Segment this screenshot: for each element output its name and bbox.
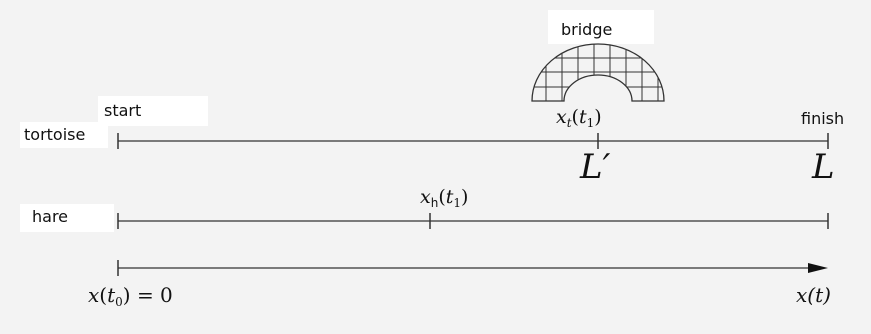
xh-sub: h: [430, 196, 439, 210]
tortoise-label-patch: [20, 122, 108, 148]
bridge-label: bridge: [561, 20, 613, 39]
total-distance-label: L: [812, 147, 835, 187]
xh-open: (: [438, 186, 446, 208]
xt-arg-var: t: [578, 106, 587, 128]
hare-label: hare: [32, 207, 69, 226]
x-axis-arrowhead: [808, 263, 828, 273]
xh-arg-var: t: [445, 186, 454, 208]
origin-close: ) = 0: [122, 283, 173, 307]
xt-close: ): [594, 106, 602, 128]
xt-var: x: [556, 106, 567, 128]
origin-var: x: [88, 283, 100, 307]
origin-sub: 0: [115, 295, 123, 309]
finish-label: finish: [801, 109, 845, 128]
xt-sub: t: [566, 116, 572, 130]
start-label: start: [104, 101, 142, 120]
x-axis-end-label: x(t): [796, 283, 831, 307]
tortoise-label: tortoise: [24, 125, 86, 144]
origin-label: x(t0) = 0: [88, 283, 173, 309]
bridge-icon: [531, 43, 665, 102]
tortoise-position-label: xt(t1): [556, 106, 602, 130]
xh-arg-sub: 1: [453, 196, 462, 210]
bridge-label-patch: [548, 10, 654, 44]
start-label-patch: [98, 96, 208, 126]
origin-t: t: [107, 283, 116, 307]
xt-arg-sub: 1: [586, 116, 595, 130]
hare-position-label: xh(t1): [420, 186, 468, 210]
xt-open: (: [571, 106, 579, 128]
xh-close: ): [461, 186, 469, 208]
bridge-distance-label: L′: [580, 147, 611, 187]
hare-label-patch: [20, 204, 114, 232]
origin-open: (: [99, 283, 108, 307]
xh-var: x: [420, 186, 431, 208]
